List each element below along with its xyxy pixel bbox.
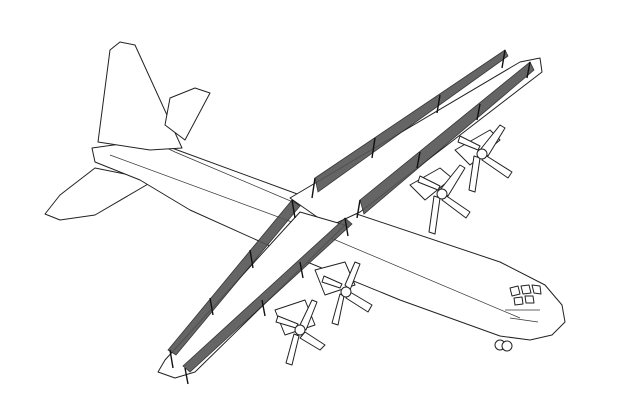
engine-right-outer <box>454 124 513 193</box>
net-left-wing-rear <box>182 217 353 373</box>
net-left-wing-front <box>167 199 301 356</box>
engine-left-inner <box>314 261 373 326</box>
right-horizontal-stabilizer <box>164 87 211 141</box>
engine-left-outer <box>274 299 326 366</box>
cockpit-windows <box>505 284 542 323</box>
nose-landing-gear <box>494 339 513 352</box>
vertical-tail <box>97 41 183 151</box>
net-right-wing-rear <box>359 61 535 215</box>
net-posts <box>169 49 531 385</box>
net-right-wing-front <box>314 49 509 193</box>
engine-right-inner <box>409 164 471 235</box>
